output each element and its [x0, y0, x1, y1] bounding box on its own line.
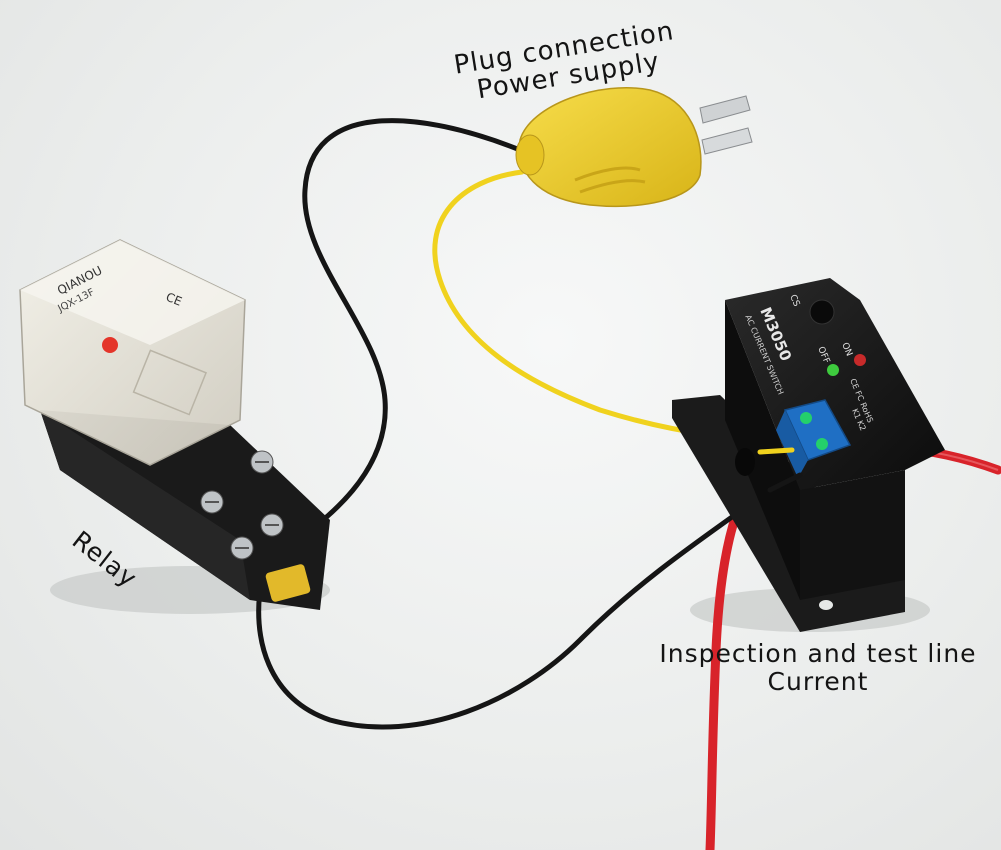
red-led	[854, 354, 866, 366]
sensor-cs-text: CS	[787, 293, 801, 308]
terminal-block	[776, 399, 852, 478]
plug-prong-top	[699, 95, 751, 124]
black-wire-end	[767, 472, 803, 493]
black-wire-relay-to-sensor	[256, 487, 773, 730]
relay-socket	[40, 410, 330, 610]
power-plug	[515, 87, 753, 207]
relay-clip	[265, 564, 311, 602]
plug-prong-bottom	[701, 127, 753, 155]
relay-led	[102, 337, 118, 353]
sensor-on-text: ON	[839, 341, 854, 358]
green-led	[827, 364, 839, 376]
current-caption-line1: Inspection and test line	[659, 639, 977, 668]
relay-ce-text: CE	[164, 290, 184, 309]
mount-hole	[819, 600, 833, 610]
yellow-wire-end	[757, 447, 795, 455]
terminal-screw	[816, 438, 828, 450]
relay-body: QIANOU JQX-13F CE	[19, 239, 246, 466]
terminal-screw	[800, 412, 812, 424]
current-sensor: M3050 AC CURRENT SWITCH CS ON OFF CE FC …	[672, 278, 945, 632]
current-caption: Inspection and test line Current	[648, 640, 988, 696]
black-wire-plug-to-relay	[272, 118, 523, 558]
adjust-knob	[809, 299, 835, 325]
current-caption-line2: Current	[767, 667, 869, 696]
